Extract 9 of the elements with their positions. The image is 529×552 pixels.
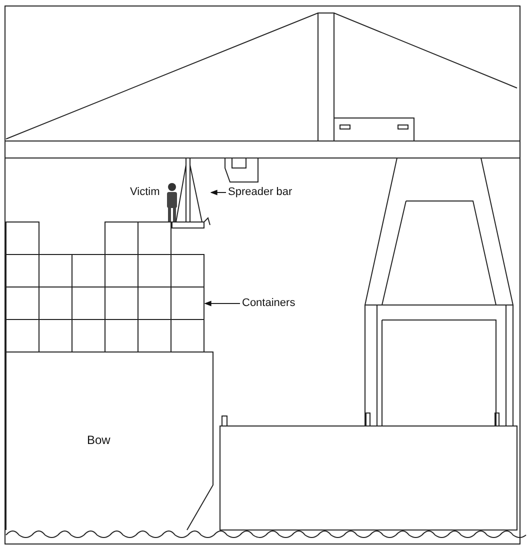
callout-label: Spreader bar [228, 186, 292, 199]
leader-line [204, 300, 240, 306]
spreader-bar [172, 158, 210, 228]
callout-label: Victim [130, 186, 160, 199]
hull-label: Bow [87, 434, 110, 447]
container-stack [6, 222, 204, 352]
callout-label: Containers [242, 297, 296, 310]
ship-hull [6, 352, 214, 530]
leader-line [210, 190, 226, 196]
